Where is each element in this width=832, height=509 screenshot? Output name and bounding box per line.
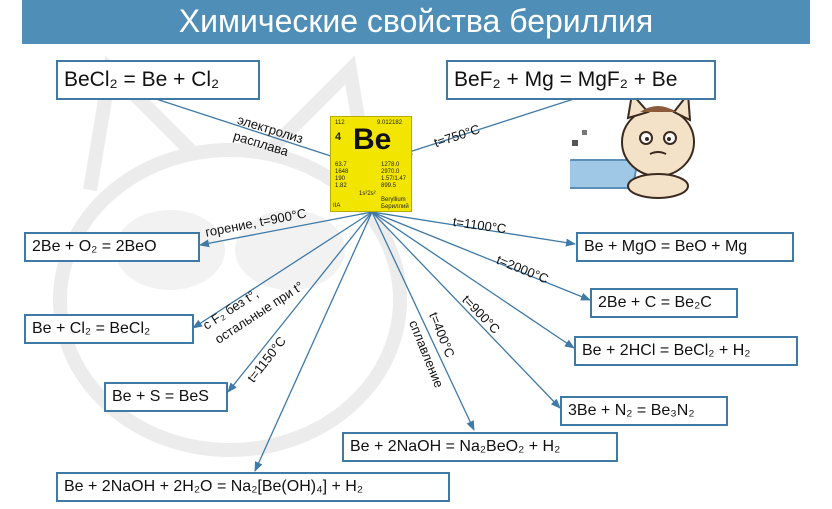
arrow-n2 xyxy=(371,211,561,409)
reaction-text: 2Be + C = Be₂C xyxy=(598,294,712,311)
arrow-mgo xyxy=(371,211,576,247)
tile-atomic-number: 4 xyxy=(335,131,342,143)
reaction-be-n2: 3Be + N₂ = Be₃N₂ xyxy=(560,396,728,426)
arrow-naoh-h2o xyxy=(254,211,373,472)
tile-right-value: 899.5 xyxy=(381,183,397,189)
tile-left-value: 1.82 xyxy=(335,183,347,189)
tile-atomic-mass: 9.012182 xyxy=(377,120,403,126)
reaction-be-c: 2Be + C = Be₂C xyxy=(590,288,738,318)
reaction-text: Be + 2NaOH + 2H₂O = Na₂[Be(OH)₄] + H₂ xyxy=(64,478,364,495)
cat-with-laptop-illustration xyxy=(570,91,695,199)
reaction-be-s: Be + S = BeS xyxy=(104,382,228,412)
reaction-text: 3Be + N₂ = Be₃N₂ xyxy=(568,402,695,419)
tile-name-en: Beryllium xyxy=(381,197,406,203)
beryllium-element-tile: 112 9.012182 4 Be 63.7 1648 190 1.82 127… xyxy=(330,116,412,212)
reaction-text: Be + S = BeS xyxy=(112,388,209,405)
page-title: Химические свойства бериллия xyxy=(22,0,810,44)
reaction-be-naoh-fusion: Be + 2NaOH = Na₂BeO₂ + H₂ xyxy=(342,432,618,462)
arrow-hcl xyxy=(371,211,575,349)
reaction-bef2-mg: BeF₂ + Mg = MgF₂ + Be xyxy=(446,60,716,100)
arrow-bef2 xyxy=(402,96,581,156)
arrow-s xyxy=(227,211,373,393)
arrow-cl2 xyxy=(192,211,373,329)
tile-left-value: 190 xyxy=(335,176,346,182)
tile-name-ru: Бериллий xyxy=(381,204,409,210)
arrow-electrolysis xyxy=(149,96,344,162)
reaction-be-mgo: Be + MgO = BeO + Mg xyxy=(576,232,794,262)
reaction-be-o2: 2Be + O₂ = 2BeO xyxy=(24,232,200,262)
reaction-be-hcl: Be + 2HCl = BeCl₂ + H₂ xyxy=(574,336,798,366)
tile-left-value: 1648 xyxy=(335,169,349,175)
reaction-be-naoh-h2o: Be + 2NaOH + 2H₂O = Na₂[Be(OH)₄] + H₂ xyxy=(56,472,450,502)
tile-left-value: 63.7 xyxy=(335,162,347,168)
tile-group: IIA xyxy=(333,203,341,209)
tile-right-value: 1278.0 xyxy=(381,162,400,168)
tile-top-number: 112 xyxy=(335,120,345,126)
reaction-be-cl2: Be + Cl₂ = BeCl₂ xyxy=(24,314,194,344)
reaction-becl2-electrolysis: BeCl₂ = Be + Cl₂ xyxy=(56,60,260,100)
reaction-text: 2Be + O₂ = 2BeO xyxy=(32,238,157,255)
tile-electron-config: 1s²2s² xyxy=(359,191,376,197)
tile-symbol: Be xyxy=(353,123,392,156)
arrow-o2 xyxy=(199,211,373,248)
reaction-text: Be + Cl₂ = BeCl₂ xyxy=(32,320,151,337)
tile-right-value: 1.57/1.47 xyxy=(381,176,407,182)
reaction-text: Be + 2NaOH = Na₂BeO₂ + H₂ xyxy=(350,438,561,455)
reaction-text: BeF₂ + Mg = MgF₂ + Be xyxy=(454,68,678,91)
reaction-text: Be + MgO = BeO + Mg xyxy=(584,238,748,255)
arrow-naoh xyxy=(371,211,475,431)
reaction-text: Be + 2HCl = BeCl₂ + H₂ xyxy=(582,342,751,359)
tile-right-value: 2970.0 xyxy=(381,169,400,175)
reaction-text: BeCl₂ = Be + Cl₂ xyxy=(64,68,220,91)
arrow-c xyxy=(371,211,591,301)
